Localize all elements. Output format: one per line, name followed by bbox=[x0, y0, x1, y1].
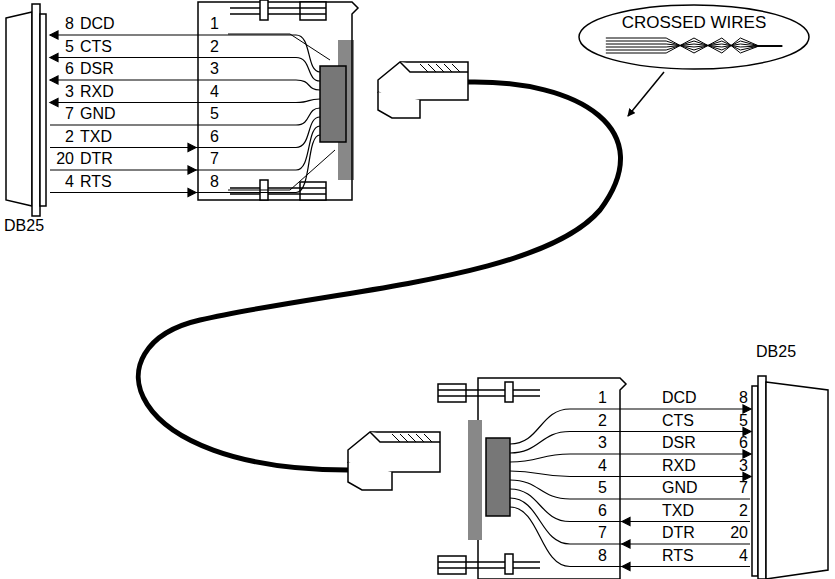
db25-connector bbox=[6, 4, 46, 216]
pin-number: 1 bbox=[598, 390, 607, 406]
pin-number: 7 bbox=[65, 106, 74, 122]
pin-number: 20 bbox=[56, 151, 74, 167]
pin-number: 7 bbox=[210, 151, 219, 167]
signal-name: GND bbox=[662, 480, 698, 496]
pin-number: 3 bbox=[739, 458, 748, 474]
pin-number: 2 bbox=[598, 413, 607, 429]
pin-number: 4 bbox=[598, 458, 607, 474]
pin-number: 4 bbox=[65, 174, 74, 190]
leader-arrow bbox=[628, 72, 664, 116]
signal-name: DSR bbox=[80, 61, 114, 77]
pin-number: 8 bbox=[65, 16, 74, 32]
pin-number: 2 bbox=[65, 129, 74, 145]
signal-name: RTS bbox=[80, 174, 112, 190]
signal-name: DSR bbox=[662, 435, 696, 451]
callout-ellipse: CROSSED WIRES bbox=[578, 4, 810, 70]
signal-name: RXD bbox=[80, 84, 114, 100]
signal-name: RXD bbox=[662, 458, 696, 474]
db25-connector bbox=[752, 376, 828, 579]
pin-number: 6 bbox=[598, 503, 607, 519]
pin-number: 4 bbox=[739, 548, 748, 564]
pin-number: 5 bbox=[739, 413, 748, 429]
pin-number: 6 bbox=[739, 435, 748, 451]
signal-name: TXD bbox=[80, 129, 112, 145]
pin-number: 1 bbox=[210, 16, 219, 32]
signal-name: DTR bbox=[80, 151, 113, 167]
pin-number: 5 bbox=[210, 106, 219, 122]
signal-name: CTS bbox=[80, 39, 112, 55]
rj-plug bbox=[378, 62, 468, 118]
signal-name: RTS bbox=[662, 548, 694, 564]
pin-number: 8 bbox=[210, 174, 219, 190]
pin-number: 8 bbox=[598, 548, 607, 564]
connector-label: DB25 bbox=[4, 218, 44, 234]
pin-number: 2 bbox=[210, 39, 219, 55]
signal-name: DCD bbox=[80, 16, 115, 32]
signal-name: CTS bbox=[662, 413, 694, 429]
rj-plug bbox=[348, 432, 440, 490]
pin-number: 5 bbox=[65, 39, 74, 55]
signal-name: GND bbox=[80, 106, 116, 122]
pin-number: 20 bbox=[730, 525, 748, 541]
connector-label: DB25 bbox=[756, 344, 796, 360]
pin-number: 4 bbox=[210, 84, 219, 100]
modular-adapter bbox=[438, 378, 626, 579]
signal-wires bbox=[50, 31, 751, 571]
pin-number: 3 bbox=[210, 61, 219, 77]
pin-number: 6 bbox=[65, 61, 74, 77]
pin-number: 2 bbox=[739, 503, 748, 519]
pin-number: 5 bbox=[598, 480, 607, 496]
callout-text: CROSSED WIRES bbox=[578, 4, 810, 32]
pin-number: 8 bbox=[739, 390, 748, 406]
pin-number: 3 bbox=[65, 84, 74, 100]
pin-number: 3 bbox=[598, 435, 607, 451]
pin-number: 7 bbox=[739, 480, 748, 496]
pin-number: 7 bbox=[598, 525, 607, 541]
signal-name: DCD bbox=[662, 390, 697, 406]
signal-name: DTR bbox=[662, 525, 695, 541]
pin-number: 6 bbox=[210, 129, 219, 145]
signal-name: TXD bbox=[662, 503, 694, 519]
